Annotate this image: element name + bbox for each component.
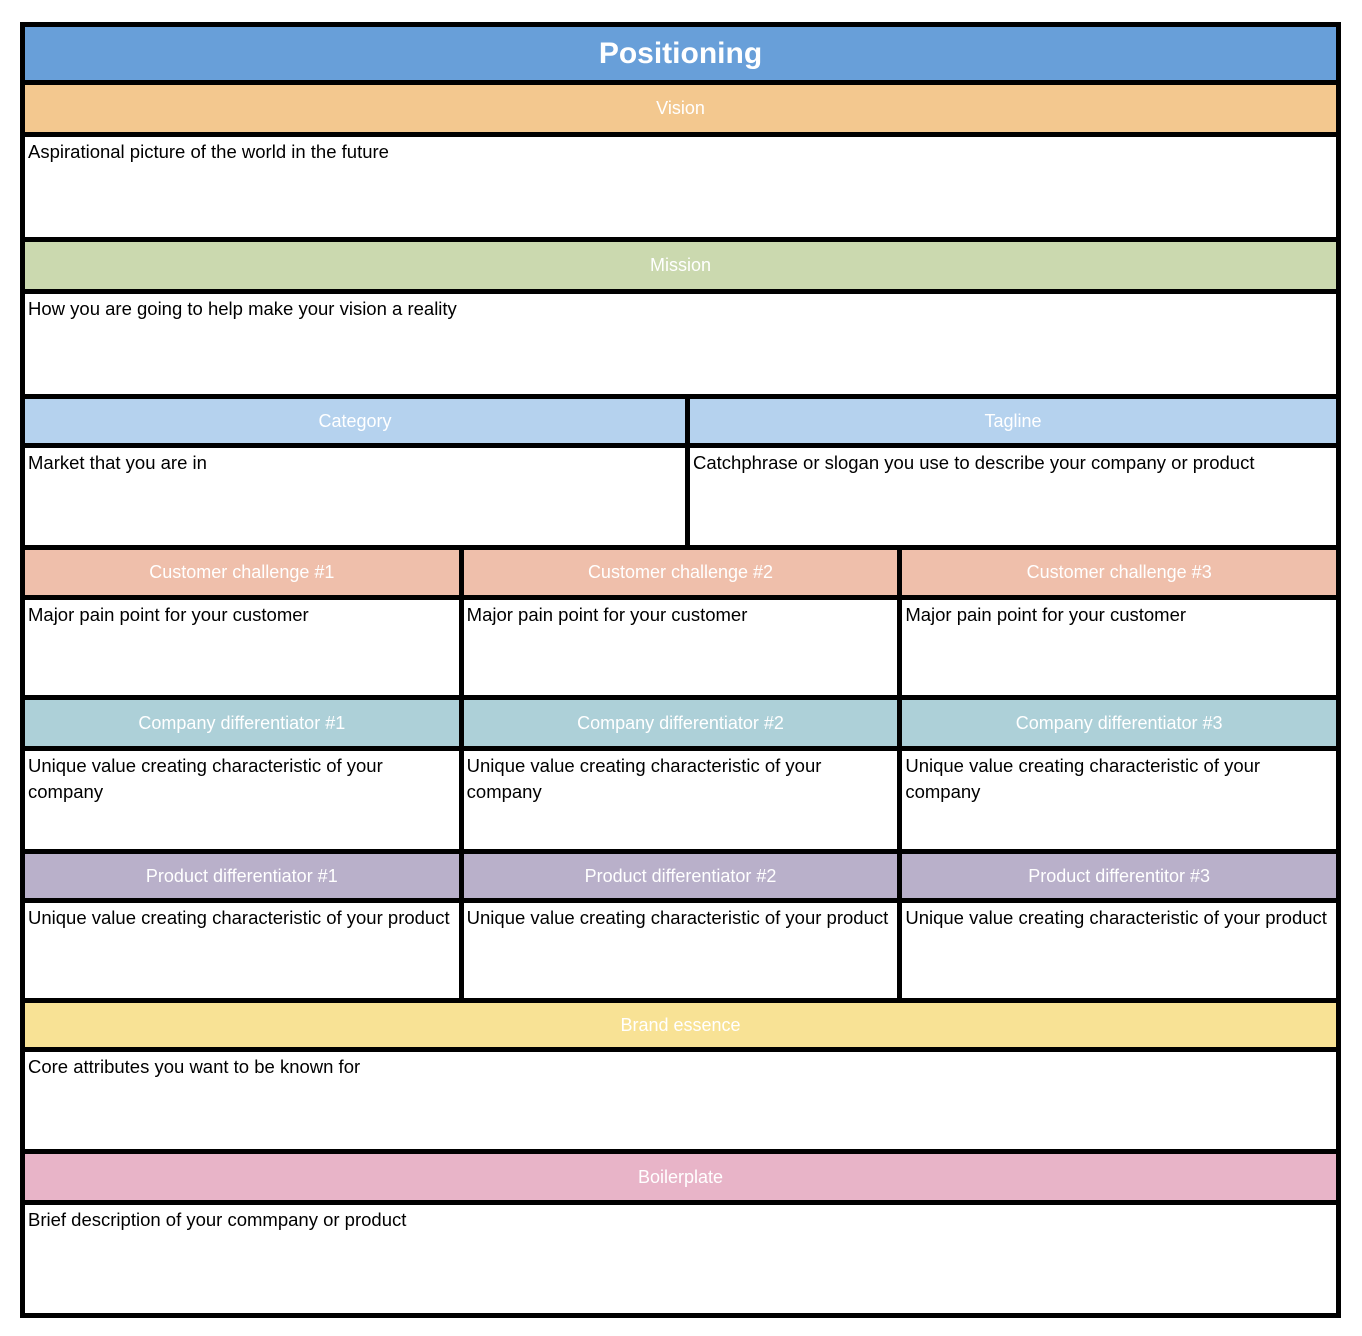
vision-body-cell[interactable]: Aspirational picture of the world in the… (25, 137, 1336, 237)
company-differentiator-1-body-cell[interactable]: Unique value creating characteristic of … (25, 751, 459, 849)
company-differentiator-1-header: Company differentiator #1 (25, 700, 459, 746)
vision-header: Vision (25, 85, 1336, 132)
customer-challenge-1-body-cell[interactable]: Major pain point for your customer (25, 600, 459, 695)
category-body-cell[interactable]: Market that you are in (25, 448, 685, 545)
page-title: Positioning (25, 27, 1336, 80)
company-differentiator-2-header: Company differentiator #2 (463, 700, 898, 746)
customer-challenge-1-header: Customer challenge #1 (25, 550, 459, 595)
company-differentiator-3-header: Company differentiator #3 (902, 700, 1336, 746)
category-tagline-body-row: Market that you are in Catchphrase or sl… (25, 448, 1336, 545)
product-differentiator-2-body-cell[interactable]: Unique value creating characteristic of … (463, 903, 898, 998)
category-tagline-header-row: Category Tagline (25, 399, 1336, 443)
product-differentiator-1-header: Product differentiator #1 (25, 854, 459, 898)
category-header: Category (25, 399, 685, 443)
boilerplate-header: Boilerplate (25, 1154, 1336, 1200)
customer-challenge-body-row: Major pain point for your customer Major… (25, 600, 1336, 695)
product-differentiator-body-row: Unique value creating characteristic of … (25, 903, 1336, 998)
customer-challenge-3-body-cell[interactable]: Major pain point for your customer (902, 600, 1336, 695)
brand-essence-body-cell[interactable]: Core attributes you want to be known for (25, 1052, 1336, 1149)
brand-essence-header: Brand essence (25, 1003, 1336, 1047)
product-differentiator-header-row: Product differentiator #1 Product differ… (25, 854, 1336, 898)
product-differentiator-3-body-cell[interactable]: Unique value creating characteristic of … (902, 903, 1336, 998)
customer-challenge-3-header: Customer challenge #3 (902, 550, 1336, 595)
product-differentiator-1-body-cell[interactable]: Unique value creating characteristic of … (25, 903, 459, 998)
boilerplate-body-cell[interactable]: Brief description of your commpany or pr… (25, 1205, 1336, 1313)
positioning-table: Positioning Vision Aspirational picture … (20, 22, 1341, 1318)
company-differentiator-body-row: Unique value creating characteristic of … (25, 751, 1336, 849)
tagline-body-cell[interactable]: Catchphrase or slogan you use to describ… (690, 448, 1336, 545)
company-differentiator-3-body-cell[interactable]: Unique value creating characteristic of … (902, 751, 1336, 849)
customer-challenge-2-header: Customer challenge #2 (463, 550, 898, 595)
mission-body-cell[interactable]: How you are going to help make your visi… (25, 294, 1336, 394)
company-differentiator-2-body-cell[interactable]: Unique value creating characteristic of … (463, 751, 898, 849)
customer-challenge-header-row: Customer challenge #1 Customer challenge… (25, 550, 1336, 595)
product-differentiator-3-header: Product differentitor #3 (902, 854, 1336, 898)
mission-header: Mission (25, 242, 1336, 289)
customer-challenge-2-body-cell[interactable]: Major pain point for your customer (463, 600, 898, 695)
tagline-header: Tagline (690, 399, 1336, 443)
company-differentiator-header-row: Company differentiator #1 Company differ… (25, 700, 1336, 746)
product-differentiator-2-header: Product differentiator #2 (463, 854, 898, 898)
